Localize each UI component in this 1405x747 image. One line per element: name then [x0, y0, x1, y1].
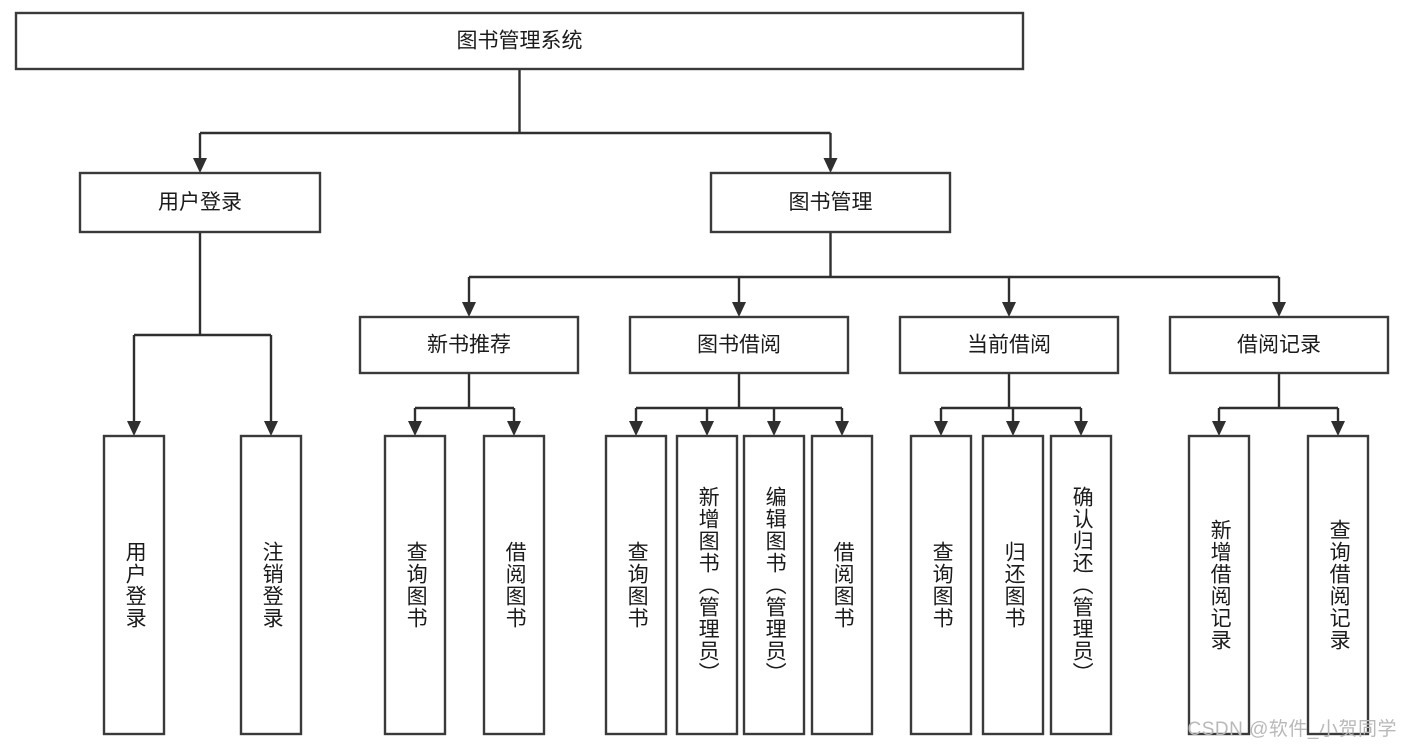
node-leaf-5-rect[interactable] — [675, 434, 739, 736]
node-leaf-2-rect[interactable] — [383, 434, 447, 736]
arrow-root-to-l2-0-arrowhead — [193, 158, 207, 173]
node-leaf-12[interactable] — [1306, 434, 1370, 736]
node-leaf-11-rect[interactable] — [1187, 434, 1251, 736]
arrow-当前借阅-2-arrowhead — [1074, 421, 1088, 436]
node-leaf-3[interactable] — [482, 434, 546, 736]
node-level2-1-label: 图书管理 — [789, 191, 873, 214]
node-level3-1-label: 图书借阅 — [697, 334, 781, 357]
node-leaf-10[interactable] — [1049, 434, 1113, 736]
node-level2-0[interactable]: 用户登录 — [78, 171, 322, 234]
arrow-新书推荐-1-arrowhead — [507, 421, 521, 436]
node-level2-1-rect[interactable] — [709, 171, 952, 234]
node-leaf-1-rect[interactable] — [239, 434, 303, 736]
arrow-用户登录-0-arrowhead — [127, 421, 141, 436]
arrow-借阅记录-1-arrowhead — [1331, 421, 1345, 436]
node-level3-2[interactable]: 当前借阅 — [898, 315, 1120, 375]
node-root-rect[interactable] — [14, 11, 1025, 71]
arrow-l2-to-l3-0-arrowhead — [462, 302, 476, 317]
node-level3-0-label: 新书推荐 — [427, 334, 511, 357]
node-leaf-2[interactable] — [383, 434, 447, 736]
arrow-l2-to-l3-2-arrowhead — [1002, 302, 1016, 317]
node-leaf-1[interactable] — [239, 434, 303, 736]
node-level3-0[interactable]: 新书推荐 — [358, 315, 580, 375]
node-root[interactable]: 图书管理系统 — [14, 11, 1025, 71]
node-leaf-9[interactable] — [981, 434, 1045, 736]
node-leaf-3-rect[interactable] — [482, 434, 546, 736]
node-leaf-6[interactable] — [742, 434, 806, 736]
node-leaf-5[interactable] — [675, 434, 739, 736]
node-leaf-8[interactable] — [909, 434, 973, 736]
node-level3-3-label: 借阅记录 — [1237, 334, 1321, 357]
node-leaf-9-rect[interactable] — [981, 434, 1045, 736]
node-level3-3-rect[interactable] — [1168, 315, 1390, 375]
node-level2-0-label: 用户登录 — [158, 191, 242, 214]
arrow-root-to-l2-1-arrowhead — [823, 158, 838, 173]
node-leaf-7-rect[interactable] — [810, 434, 874, 736]
node-leaf-10-rect[interactable] — [1049, 434, 1113, 736]
node-level3-2-label: 当前借阅 — [967, 334, 1051, 357]
node-leaf-4-rect[interactable] — [604, 434, 668, 736]
node-root-label: 图书管理系统 — [457, 30, 583, 53]
node-leaf-0-rect[interactable] — [102, 434, 166, 736]
connectors-layer — [127, 69, 1345, 436]
node-leaf-8-rect[interactable] — [909, 434, 973, 736]
node-level3-1-rect[interactable] — [628, 315, 850, 375]
node-level3-0-rect[interactable] — [358, 315, 580, 375]
watermark-text: CSDN @软件_小贺同学 — [1187, 719, 1397, 740]
arrow-图书借阅-0-arrowhead — [629, 421, 643, 436]
arrow-当前借阅-1-arrowhead — [1006, 421, 1020, 436]
node-leaf-0[interactable] — [102, 434, 166, 736]
node-leaf-12-rect[interactable] — [1306, 434, 1370, 736]
node-level2-1[interactable]: 图书管理 — [709, 171, 952, 234]
arrow-l2-to-l3-1-arrowhead — [732, 302, 746, 317]
arrow-用户登录-1-arrowhead — [264, 421, 278, 436]
arrow-借阅记录-0-arrowhead — [1212, 421, 1226, 436]
node-leaf-6-rect[interactable] — [742, 434, 806, 736]
arrow-当前借阅-0-arrowhead — [934, 421, 948, 436]
node-leaf-4[interactable] — [604, 434, 668, 736]
arrow-图书借阅-3-arrowhead — [835, 421, 849, 436]
node-level3-3[interactable]: 借阅记录 — [1168, 315, 1390, 375]
node-leaf-11[interactable] — [1187, 434, 1251, 736]
arrow-l2-to-l3-3-arrowhead — [1272, 302, 1286, 317]
arrow-图书借阅-1-arrowhead — [700, 421, 714, 436]
node-leaf-7[interactable] — [810, 434, 874, 736]
node-level3-2-rect[interactable] — [898, 315, 1120, 375]
node-level2-0-rect[interactable] — [78, 171, 322, 234]
node-level3-1[interactable]: 图书借阅 — [628, 315, 850, 375]
arrow-图书借阅-2-arrowhead — [767, 421, 781, 436]
arrow-新书推荐-0-arrowhead — [408, 421, 422, 436]
